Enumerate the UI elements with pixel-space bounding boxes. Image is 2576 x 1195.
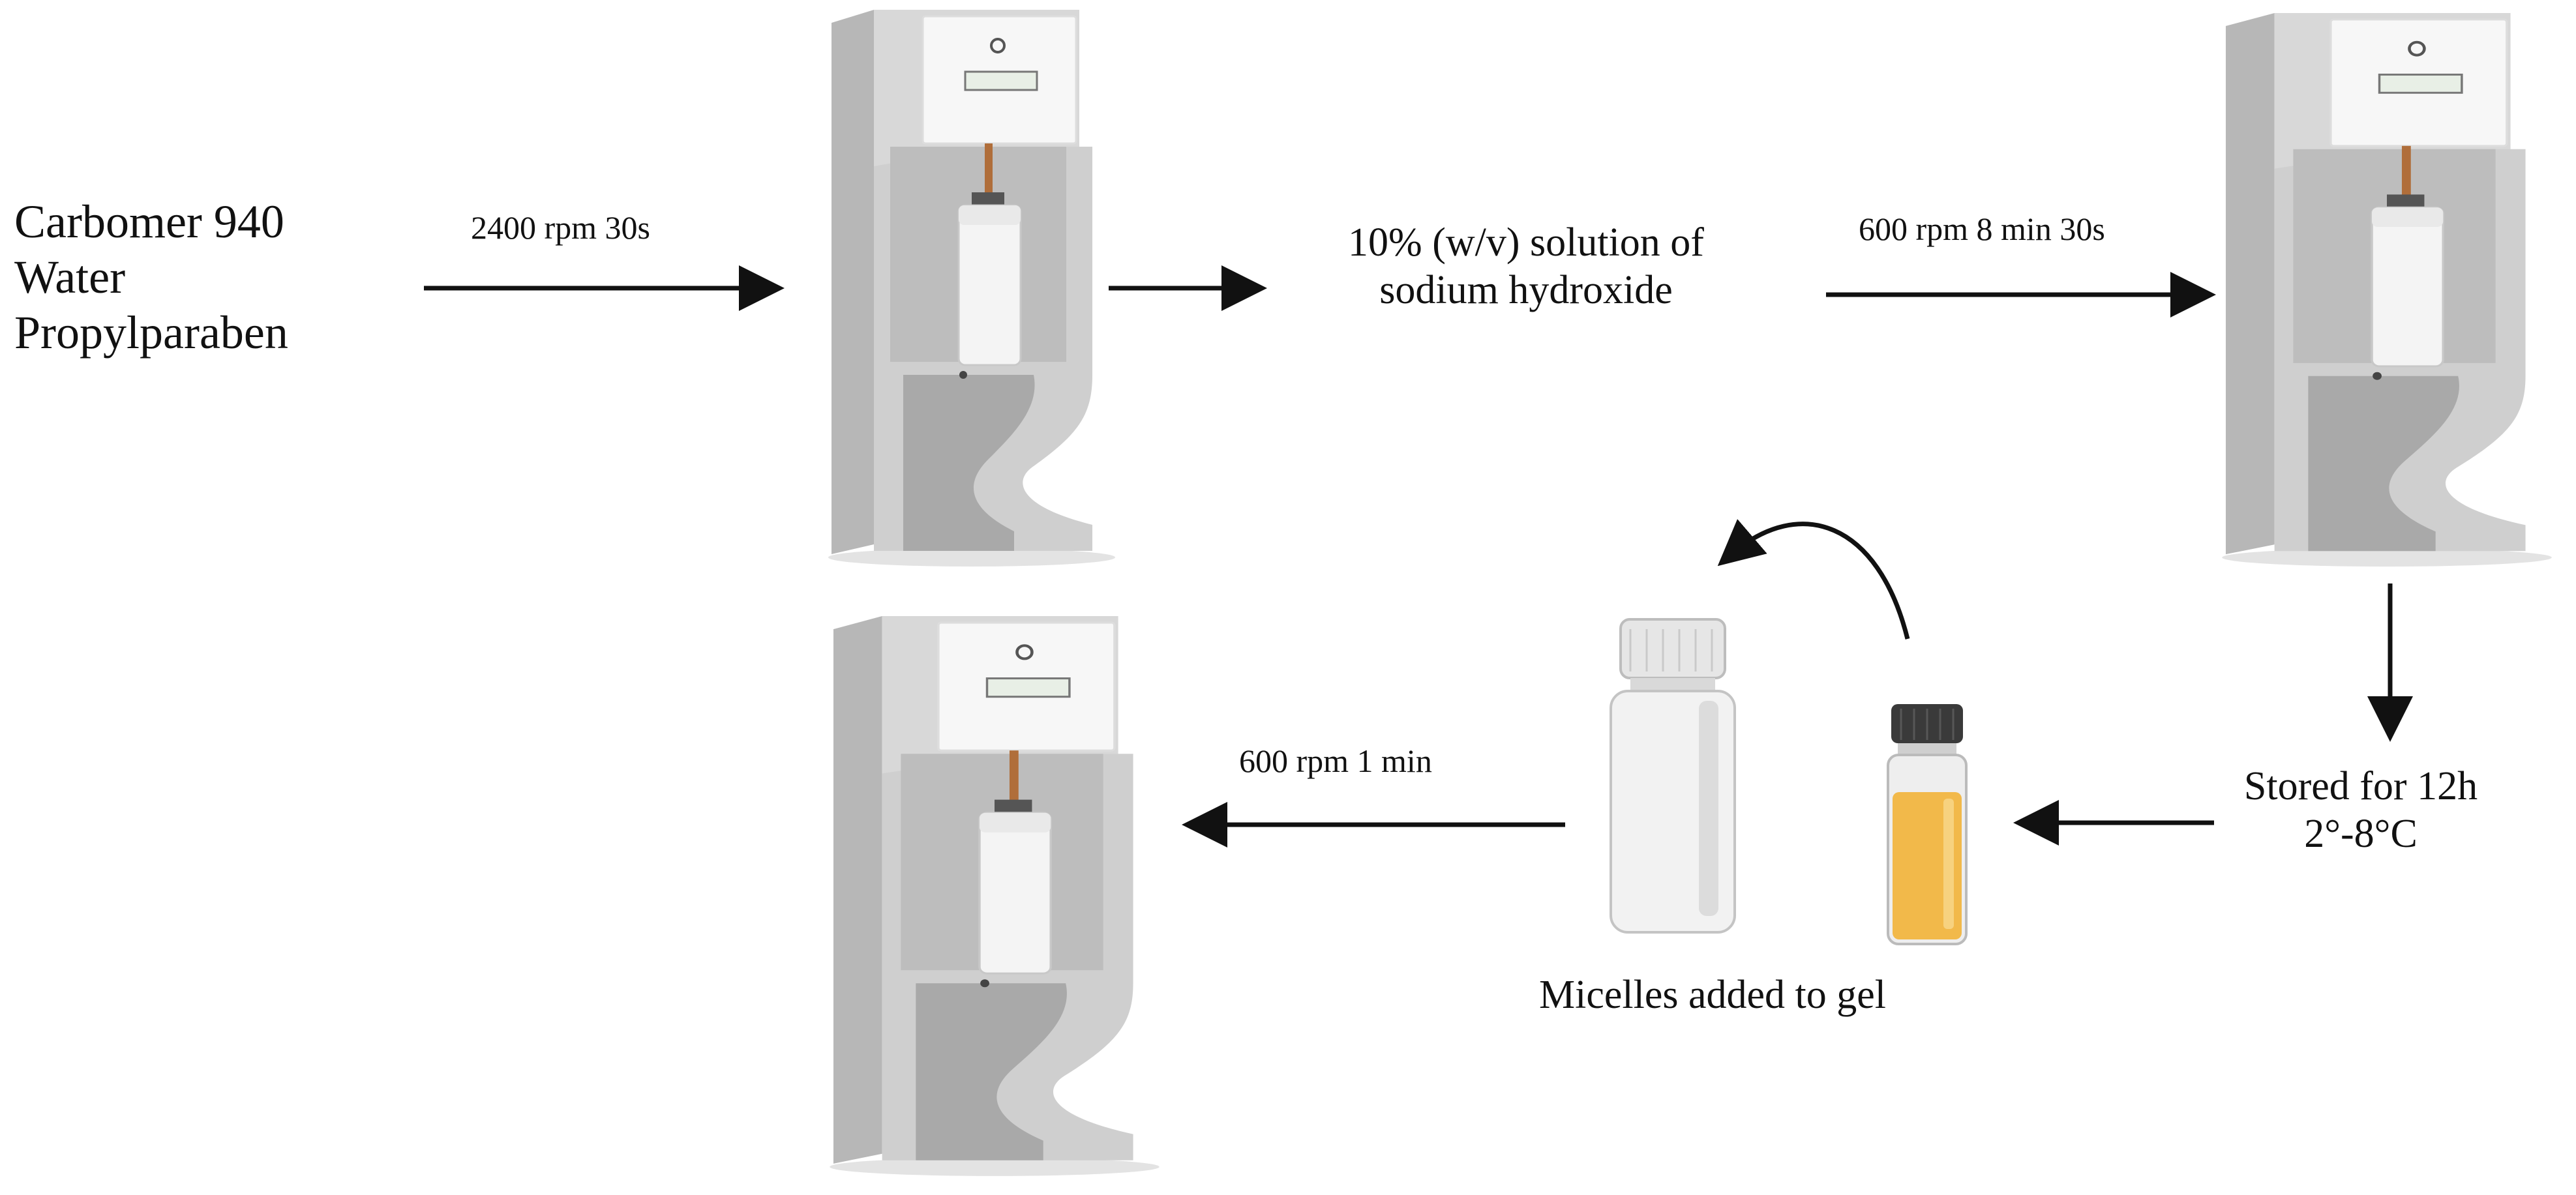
naoh-solution-label: 10% (w/v) solution of sodium hydroxide <box>1233 219 1820 314</box>
mix1-speed-label: 2400 rpm 30s <box>471 209 650 246</box>
speedmixer-icon <box>818 616 1171 1183</box>
naoh-line2: sodium hydroxide <box>1379 268 1673 313</box>
ingredients-list: Carbomer 940 Water Propylparaben <box>14 194 288 361</box>
mix3-speed-label: 600 rpm 1 min <box>1239 743 1432 779</box>
micelles-added-label: Micelles added to gel <box>1539 973 1886 1017</box>
ingredient-carbomer: Carbomer 940 <box>14 196 284 248</box>
speedmixer-icon <box>2211 13 2563 574</box>
storage-line1: Stored for 12h <box>2243 764 2478 808</box>
ingredient-water: Water <box>14 250 126 303</box>
storage-line2: 2°-8°C <box>2304 812 2418 857</box>
white-bottle-icon <box>1601 616 1745 945</box>
mix2-speed-label: 600 rpm 8 min 30s <box>1859 211 2105 247</box>
storage-label: Stored for 12h 2°-8°C <box>2152 763 2569 858</box>
naoh-line1: 10% (w/v) solution of <box>1348 220 1704 265</box>
speedmixer-icon <box>818 10 1125 574</box>
arrow-vial-to-bottle-curve <box>1717 519 1910 640</box>
ingredient-propylparaben: Propylparaben <box>14 306 288 359</box>
amber-vial-icon <box>1878 701 1976 952</box>
